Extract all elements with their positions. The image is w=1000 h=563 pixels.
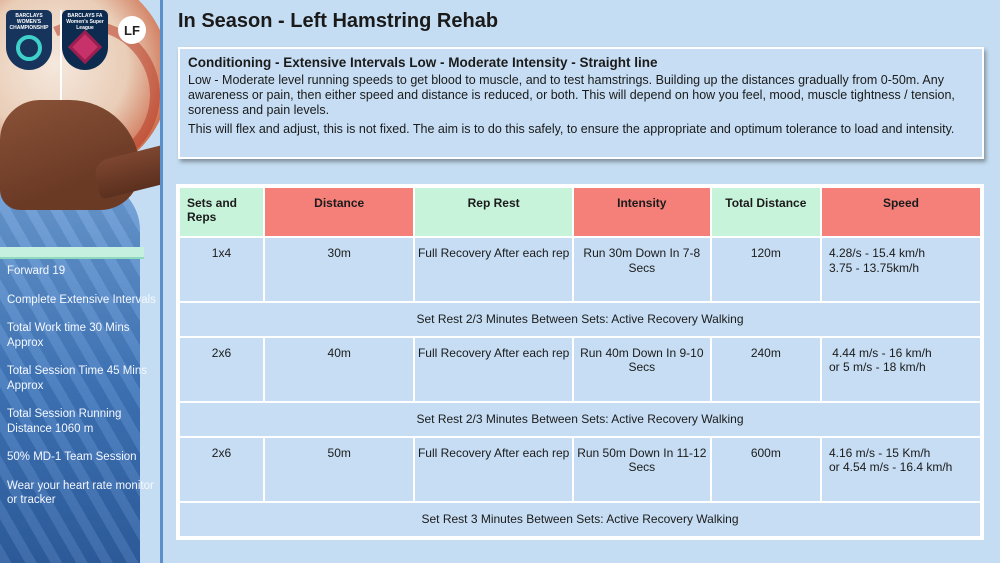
- cell-set-rest: Set Rest 2/3 Minutes Between Sets: Activ…: [180, 403, 980, 436]
- cell-distance: 50m: [264, 437, 414, 502]
- speed-line: 4.44 m/s - 16 km/h: [828, 345, 932, 360]
- logo-divider: [60, 10, 62, 100]
- cell-sets: 1x4: [180, 238, 263, 302]
- cell-speed: 4.28/s - 15.4 km/h 3.75 - 13.75km/h: [821, 238, 980, 302]
- cell-speed: 4.16 m/s - 15 Km/h or 4.54 m/s - 16.4 km…: [821, 437, 980, 502]
- description-card: Conditioning - Extensive Intervals Low -…: [178, 47, 984, 159]
- cell-total-distance: 120m: [711, 238, 820, 302]
- player-photo: BARCLAYS WOMEN'S CHAMPIONSHIP BARCLAYS F…: [0, 0, 162, 563]
- summary-item-running-distance: Total Session Running Distance 1060 m: [7, 408, 122, 435]
- speed-line: or 5 m/s - 18 km/h: [828, 360, 926, 375]
- cell-speed: 4.44 m/s - 16 km/h or 5 m/s - 18 km/h: [821, 337, 980, 402]
- cell-rep-rest: Full Recovery After each rep: [415, 437, 572, 502]
- header-intensity: Intensity: [573, 188, 710, 236]
- header-rep-rest: Rep Rest: [415, 188, 572, 236]
- header-distance: Distance: [264, 188, 414, 236]
- lf-logo: LF: [118, 16, 146, 44]
- page-title: In Season - Left Hamstring Rehab: [178, 10, 499, 32]
- cell-set-rest: Set Rest 2/3 Minutes Between Sets: Activ…: [180, 303, 980, 336]
- cell-intensity: Run 30m Down In 7-8 Secs: [573, 238, 710, 302]
- speed-line: 3.75 - 13.75km/h: [828, 260, 920, 275]
- cell-rep-rest: Full Recovery After each rep: [415, 238, 572, 302]
- cell-intensity: Run 50m Down In 11-12 Secs: [573, 437, 710, 502]
- session-table: Sets and Reps Distance Rep Rest Intensit…: [176, 184, 984, 540]
- cell-distance: 30m: [264, 238, 414, 302]
- description-paragraph: This will flex and adjust, this is not f…: [188, 122, 955, 136]
- sidebar-accent-bar: [0, 247, 144, 259]
- cell-sets: 2x6: [180, 437, 263, 502]
- table-row: 1x4 30m Full Recovery After each rep Run…: [180, 238, 980, 302]
- header-sets-reps: Sets and Reps: [180, 188, 263, 236]
- wsl-logo: BARCLAYS FA Women's Super League: [62, 10, 108, 70]
- set-rest-row: Set Rest 2/3 Minutes Between Sets: Activ…: [180, 403, 980, 436]
- summary-item-position: Forward 19: [7, 265, 66, 277]
- speed-line: 4.16 m/s - 15 Km/h: [828, 445, 931, 460]
- summary-item-session-time: Total Session Time 45 Mins Approx: [7, 365, 147, 392]
- set-rest-row: Set Rest 3 Minutes Between Sets: Active …: [180, 503, 980, 536]
- description-paragraph: Low - Moderate level running speeds to g…: [188, 73, 955, 117]
- player-shirt: [0, 180, 140, 563]
- cell-sets: 2x6: [180, 337, 263, 402]
- womens-championship-logo: BARCLAYS WOMEN'S CHAMPIONSHIP: [6, 10, 52, 70]
- header-total-distance: Total Distance: [711, 188, 820, 236]
- summary-item-heart-rate: Wear your heart rate monitor or tracker: [7, 479, 154, 507]
- header-speed: Speed: [821, 188, 980, 236]
- summary-item-activity: Complete Extensive Intervals: [7, 293, 156, 306]
- set-rest-row: Set Rest 2/3 Minutes Between Sets: Activ…: [180, 303, 980, 336]
- table-header-row: Sets and Reps Distance Rep Rest Intensit…: [180, 188, 980, 236]
- speed-line: 4.28/s - 15.4 km/h: [828, 246, 925, 260]
- table-row: 2x6 50m Full Recovery After each rep Run…: [180, 437, 980, 502]
- cell-total-distance: 240m: [711, 337, 820, 402]
- cell-intensity: Run 40m Down In 9-10 Secs: [573, 337, 710, 402]
- speed-line: or 4.54 m/s - 16.4 km/h: [828, 460, 953, 475]
- summary-item-work-time: Total Work time 30 Mins Approx: [7, 322, 130, 349]
- summary-item-team-session: 50% MD-1 Team Session: [7, 451, 137, 463]
- cell-total-distance: 600m: [711, 437, 820, 502]
- table-row: 2x6 40m Full Recovery After each rep Run…: [180, 337, 980, 402]
- panel-divider: [160, 0, 163, 563]
- cell-set-rest: Set Rest 3 Minutes Between Sets: Active …: [180, 503, 980, 536]
- logo-group: BARCLAYS WOMEN'S CHAMPIONSHIP BARCLAYS F…: [6, 10, 146, 70]
- cell-distance: 40m: [264, 337, 414, 402]
- cell-rep-rest: Full Recovery After each rep: [415, 337, 572, 402]
- session-summary: Forward 19 Complete Extensive Intervals …: [7, 264, 157, 522]
- description-heading: Conditioning - Extensive Intervals Low -…: [188, 55, 658, 70]
